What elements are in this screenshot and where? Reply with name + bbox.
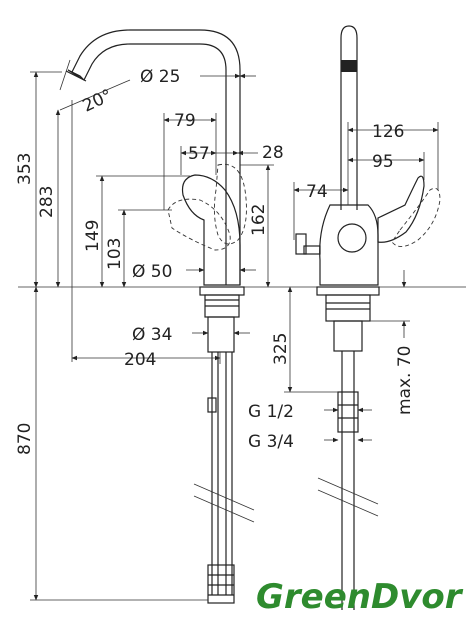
spout-inner — [83, 43, 227, 285]
front-body — [319, 204, 379, 286]
dim-162: 162 — [249, 204, 269, 236]
shank — [207, 316, 235, 353]
dim-353: 353 — [15, 153, 35, 185]
dim-74: 74 — [306, 182, 328, 202]
dim-325: 325 — [271, 333, 291, 365]
dim-204: 204 — [124, 350, 156, 370]
dim-diameter-25: Ø 25 — [140, 67, 180, 87]
dim-149: 149 — [83, 220, 103, 252]
hose-fitting — [207, 564, 235, 604]
connector-g12 — [337, 391, 359, 433]
dim-diameter-34: Ø 34 — [132, 325, 172, 345]
lever-alt-1 — [213, 163, 247, 245]
handle-body — [181, 174, 241, 286]
dim-283: 283 — [37, 186, 57, 218]
dim-diameter-50: Ø 50 — [132, 262, 172, 282]
front-lever-alt — [391, 187, 441, 247]
aerator — [341, 60, 357, 72]
front-lever — [377, 175, 425, 243]
side-knob — [303, 245, 321, 255]
dim-95: 95 — [372, 152, 394, 172]
dim-57: 57 — [188, 144, 210, 164]
dim-28: 28 — [262, 143, 284, 163]
front-view: 126 95 74 325 max. 70 G 1/2 G 3/4 — [248, 25, 441, 610]
dim-max-70: max. 70 — [395, 346, 415, 415]
dim-g-1-2: G 1/2 — [248, 402, 294, 422]
spout-outer — [71, 29, 241, 285]
lever-alt-2 — [167, 198, 231, 251]
dim-angle-20: 20° — [80, 86, 116, 117]
brand-logo: GreenDvor — [256, 577, 464, 617]
dim-g-3-4: G 3/4 — [248, 432, 294, 452]
base-plate — [199, 286, 245, 296]
dim-126: 126 — [372, 122, 404, 142]
side-view: Ø 25 20° 353 283 79 57 28 149 103 — [15, 29, 466, 604]
dim-79: 79 — [174, 111, 196, 131]
dim-103: 103 — [105, 238, 125, 270]
dim-870: 870 — [15, 423, 35, 455]
